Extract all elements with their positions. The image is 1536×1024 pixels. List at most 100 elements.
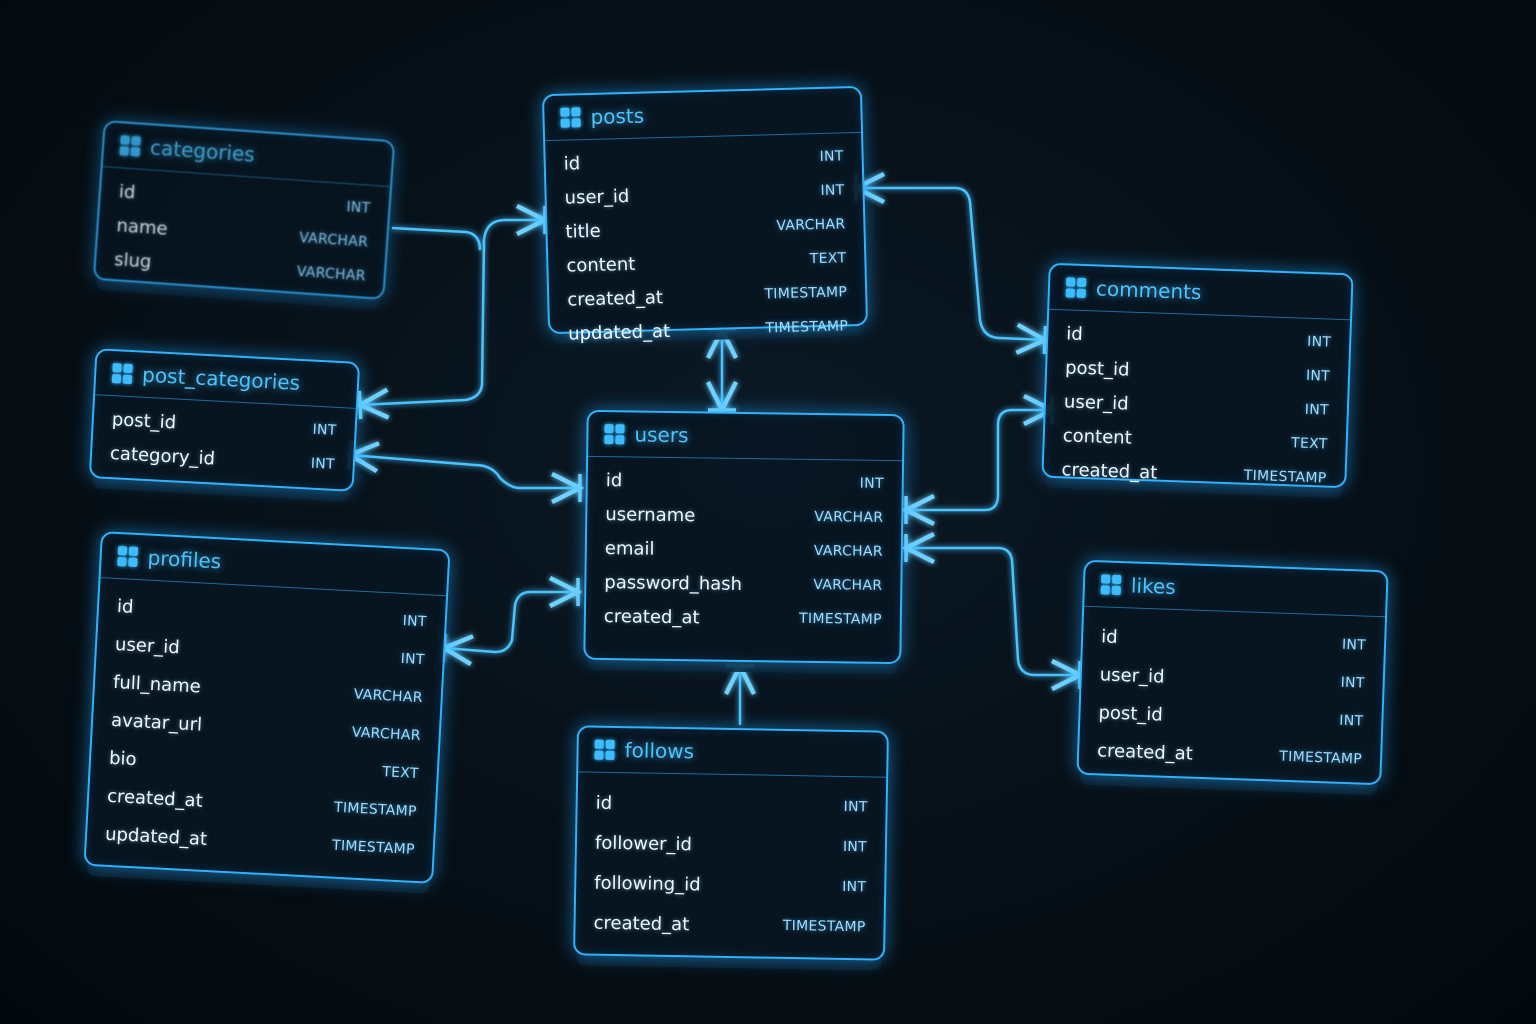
column-row: username VARCHAR xyxy=(605,497,883,535)
link-users-likes xyxy=(906,548,1080,675)
column-type: TIMESTAMP xyxy=(331,837,416,858)
column-name: created_at xyxy=(593,912,690,935)
column-type: TIMESTAMP xyxy=(765,318,849,337)
table-header: users xyxy=(588,411,903,462)
table-title: profiles xyxy=(147,545,222,574)
table-title: categories xyxy=(149,135,256,167)
column-type: TEXT xyxy=(1290,435,1328,453)
column-name: category_id xyxy=(109,442,216,470)
link-post-categories-posts xyxy=(360,220,545,405)
column-type: TEXT xyxy=(381,764,420,783)
column-name: post_id xyxy=(111,408,177,433)
column-name: updated_at xyxy=(567,320,671,345)
column-name: user_id xyxy=(564,185,630,209)
link-users-comments xyxy=(906,410,1052,510)
column-name: created_at xyxy=(106,785,204,812)
table-grid-icon xyxy=(111,363,133,385)
column-name: id xyxy=(563,152,581,175)
column-type: INT xyxy=(1339,712,1364,730)
column-type: INT xyxy=(859,475,884,492)
column-name: content xyxy=(1062,424,1133,449)
column-name: id xyxy=(116,595,135,618)
column-type: INT xyxy=(1305,367,1331,385)
column-type: VARCHAR xyxy=(813,576,883,594)
link-categories-post-categories xyxy=(391,226,482,251)
column-name: user_id xyxy=(1099,663,1165,688)
column-type: VARCHAR xyxy=(813,542,883,560)
column-type: INT xyxy=(820,182,845,199)
column-row: email VARCHAR xyxy=(605,531,883,569)
column-type: INT xyxy=(310,455,336,473)
link-posts-comments xyxy=(856,188,1045,340)
column-type: TIMESTAMP xyxy=(764,284,848,303)
column-type: VARCHAR xyxy=(814,508,884,526)
column-type: VARCHAR xyxy=(296,263,367,285)
column-type: INT xyxy=(1306,333,1332,351)
column-type: TIMESTAMP xyxy=(798,610,882,628)
table-grid-icon xyxy=(1100,574,1122,596)
column-name: password_hash xyxy=(604,571,743,595)
column-name: user_id xyxy=(1063,390,1130,415)
column-type: INT xyxy=(1304,401,1330,419)
column-row: created_at TIMESTAMP xyxy=(604,599,882,637)
column-type: INT xyxy=(843,798,868,816)
column-name: username xyxy=(605,503,696,526)
column-name: slug xyxy=(113,248,153,273)
column-type: INT xyxy=(400,650,426,669)
column-type: INT xyxy=(1340,674,1365,692)
column-name: id xyxy=(1066,322,1084,345)
column-name: id xyxy=(118,180,137,203)
link-users-profiles xyxy=(444,592,578,652)
column-type: VARCHAR xyxy=(776,216,846,235)
table-title: comments xyxy=(1095,276,1202,305)
column-name: email xyxy=(604,537,655,560)
table-title: users xyxy=(634,422,689,448)
column-name: created_at xyxy=(603,605,700,628)
table-title: posts xyxy=(590,103,645,129)
link-users-post-categories xyxy=(350,455,580,488)
column-type: VARCHAR xyxy=(353,686,424,707)
column-name: user_id xyxy=(114,633,181,658)
column-name: content xyxy=(566,253,636,277)
column-name: updated_at xyxy=(104,823,208,850)
table-grid-icon xyxy=(604,424,625,445)
column-type: TIMESTAMP xyxy=(333,799,418,820)
column-type: INT xyxy=(402,612,428,631)
table-grid-icon xyxy=(119,135,141,157)
column-name: id xyxy=(1100,625,1118,648)
column-row: updated_at TIMESTAMP xyxy=(568,309,849,350)
column-type: VARCHAR xyxy=(298,229,369,251)
column-type: TEXT xyxy=(809,250,847,268)
column-row: password_hash VARCHAR xyxy=(604,565,882,603)
column-name: full_name xyxy=(112,671,202,697)
column-name: created_at xyxy=(1061,458,1158,484)
table-title: likes xyxy=(1130,573,1177,599)
column-name: created_at xyxy=(567,286,664,311)
column-type: TIMESTAMP xyxy=(1243,467,1327,487)
table-grid-icon xyxy=(117,545,139,568)
table-grid-icon xyxy=(594,739,615,760)
table-title: follows xyxy=(624,738,695,764)
column-name: post_id xyxy=(1098,701,1164,726)
column-type: INT xyxy=(842,838,868,856)
